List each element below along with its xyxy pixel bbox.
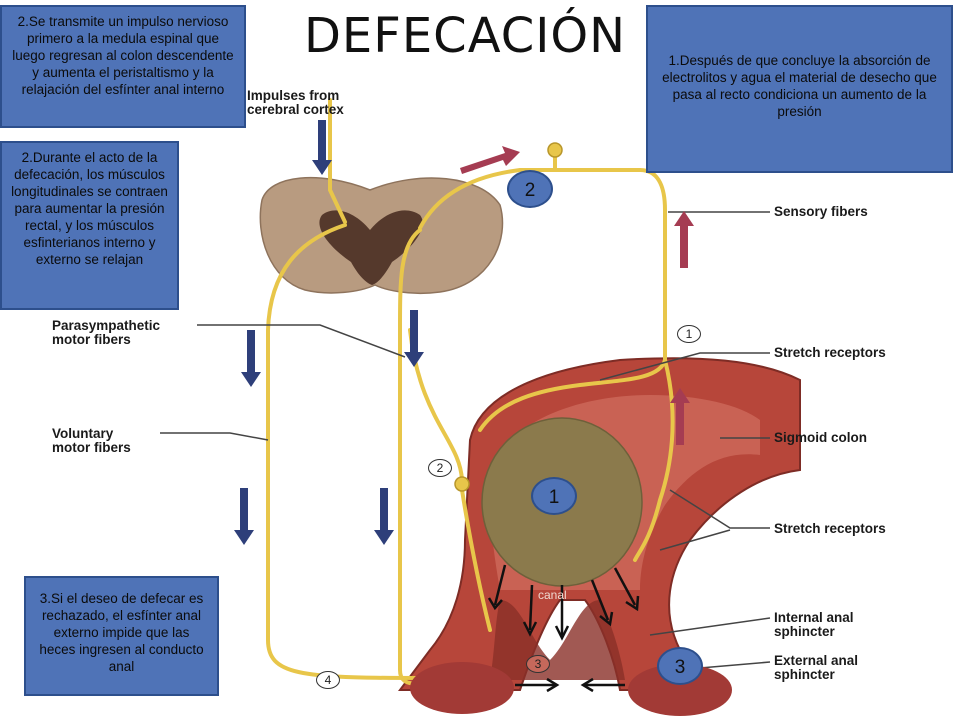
label-voluntary: Voluntary motor fibers (52, 427, 131, 455)
ascending-arrows (460, 146, 694, 445)
marker-step-1: 1 (531, 477, 577, 515)
info-box-step-1-text: 1.Después de que concluye la absorción d… (662, 53, 937, 119)
marker-step-3: 3 (657, 647, 703, 685)
label-parasym-line-1: Parasympathetic (52, 318, 161, 333)
info-box-step-2-impulse: 2.Se transmite un impulso nervioso prime… (0, 5, 246, 128)
label-stretch-receptors-upper: Stretch receptors (774, 345, 886, 360)
label-canal: canal (538, 588, 567, 602)
marker-small-4: 4 (316, 671, 340, 689)
label-external-line-1: External anal (774, 653, 859, 668)
label-impulses: Impulses from cerebral cortex (247, 89, 344, 117)
label-voluntary-line-2: motor fibers (52, 440, 131, 455)
info-box-step-2-impulse-text: 2.Se transmite un impulso nervioso prime… (12, 14, 234, 97)
label-impulses-line-2: cerebral cortex (247, 102, 344, 117)
spinal-cord (259, 176, 504, 295)
marker-small-3: 3 (526, 655, 550, 673)
external-sphincter-right (628, 664, 732, 716)
page-title: DEFECACIÓN (303, 8, 627, 64)
info-box-step-3-text: 3.Si el deseo de defecar es rechazado, e… (39, 591, 204, 674)
marker-small-1: 1 (677, 325, 701, 343)
marker-small-2: 2 (428, 459, 452, 477)
label-parasympathetic: Parasympathetic motor fibers (52, 319, 160, 347)
label-leader-lines (160, 211, 771, 669)
label-stretch-receptors-lower: Stretch receptors (774, 521, 886, 536)
marker-step-2: 2 (507, 170, 553, 208)
label-sigmoid-colon: Sigmoid colon (774, 430, 867, 445)
label-impulses-line-1: Impulses from (247, 88, 340, 103)
info-box-step-2-muscles: 2.Durante el acto de la defecación, los … (0, 141, 179, 310)
external-sphincter-left (410, 662, 514, 714)
label-sensory-fibers: Sensory fibers (774, 204, 868, 219)
label-external-anal-sphincter: External anal sphincter (774, 654, 858, 682)
label-external-line-2: sphincter (774, 667, 835, 682)
descending-arrows (234, 120, 424, 545)
info-box-step-1: 1.Después de que concluye la absorción d… (646, 5, 953, 173)
label-internal-anal-sphincter: Internal anal sphincter (774, 611, 854, 639)
label-voluntary-line-1: Voluntary (52, 426, 114, 441)
label-internal-line-2: sphincter (774, 624, 835, 639)
pressure-arrows (487, 564, 640, 693)
label-parasym-line-2: motor fibers (52, 332, 131, 347)
info-box-step-3: 3.Si el deseo de defecar es rechazado, e… (24, 576, 219, 696)
label-internal-line-1: Internal anal (774, 610, 854, 625)
info-box-step-2-muscles-text: 2.Durante el acto de la defecación, los … (11, 150, 168, 267)
